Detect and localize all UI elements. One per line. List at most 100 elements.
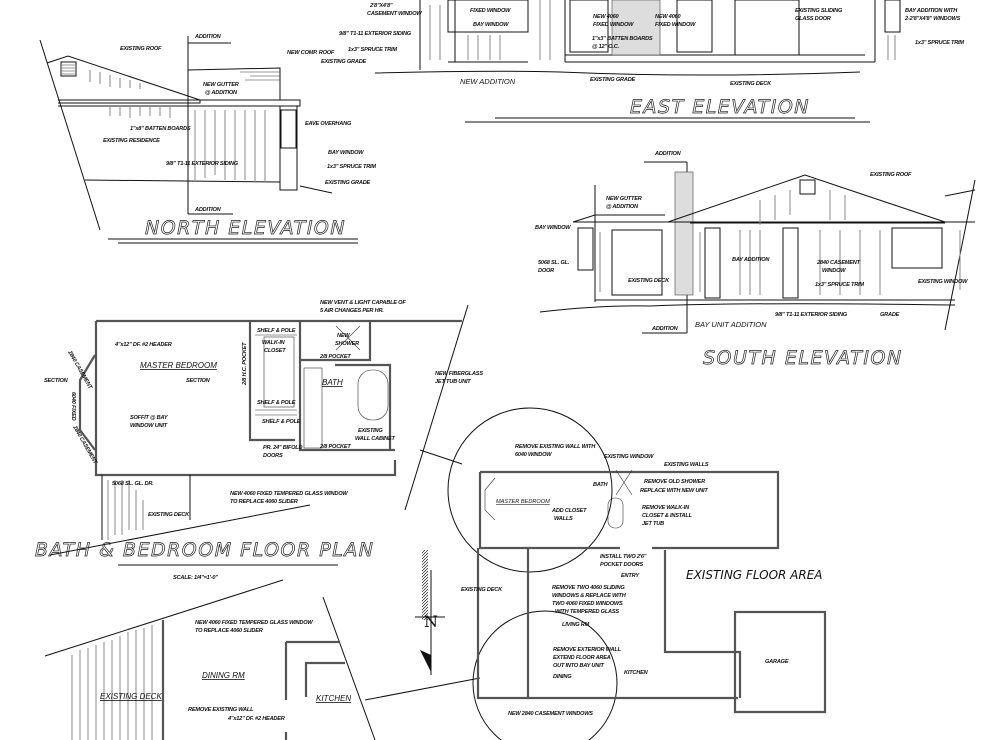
hatched-wall bbox=[422, 550, 428, 620]
label: INSTALL TWO 2'6" bbox=[600, 554, 647, 560]
label: TO REPLACE 4060 SLIDER bbox=[230, 499, 298, 505]
label: EXISTING DECK bbox=[628, 278, 670, 284]
label: EXISTING ROOF bbox=[120, 46, 162, 52]
label: POCKET DOORS bbox=[600, 562, 643, 568]
label: 1"x8" BATTEN BOARDS bbox=[130, 126, 191, 132]
room-label: GARAGE bbox=[765, 659, 789, 665]
room-label: DINING RM bbox=[202, 671, 245, 680]
label: 2/8 H.C. POCKET bbox=[242, 342, 248, 386]
label: CLOSET & INSTALL bbox=[642, 513, 693, 519]
label: ADDITION bbox=[194, 34, 222, 40]
floor-plan-title: BATH & BEDROOM FLOOR PLAN bbox=[35, 539, 375, 561]
east-elevation-title: EAST ELEVATION bbox=[630, 96, 810, 118]
room-label: BATH bbox=[322, 378, 343, 387]
label: NEW GUTTER bbox=[203, 82, 239, 88]
label: REMOVE EXTERIOR WALL bbox=[553, 647, 622, 653]
label: EXISTING DECK bbox=[730, 81, 772, 87]
north-arrow-label: N bbox=[424, 612, 438, 631]
label: EXISTING WINDOW bbox=[604, 454, 654, 460]
label: EXISTING bbox=[358, 428, 383, 434]
chimney bbox=[611, 0, 661, 56]
gable-vent-icon bbox=[60, 61, 77, 77]
label: REMOVE EXISTING WALL WITH bbox=[515, 444, 596, 450]
label: BAY ADDITION WITH bbox=[905, 8, 958, 14]
label: 2840 CASEMENT bbox=[71, 424, 98, 466]
room-label: KITCHEN bbox=[624, 670, 649, 676]
label: EXISTING GRADE bbox=[590, 77, 636, 83]
label: WINDOW bbox=[822, 268, 846, 274]
label: REMOVE TWO 4060 SLIDING bbox=[552, 585, 625, 591]
label: 4"x12" DF. #2 HEADER bbox=[114, 342, 172, 348]
label: REMOVE EXISTING WALL bbox=[188, 707, 254, 713]
label: JET TUB UNIT bbox=[435, 379, 471, 385]
room-label: KITCHEN bbox=[316, 694, 351, 703]
label: BAY WINDOW bbox=[535, 225, 571, 231]
label: TWO 4060 FIXED WINDOWS bbox=[552, 601, 623, 607]
label: REPLACE WITH NEW UNIT bbox=[640, 488, 708, 494]
label: 5 AIR CHANGES PER HR. bbox=[320, 308, 384, 314]
label: NEW VENT & LIGHT CAPABLE OF bbox=[320, 300, 406, 306]
label: @ ADDITION bbox=[606, 204, 639, 210]
label: EXISTING RESIDENCE bbox=[103, 138, 160, 144]
label: SHELF & POLE bbox=[257, 328, 296, 334]
label: 9/8" T1-11 EXTERIOR SIDING bbox=[166, 161, 239, 167]
bath-bedroom-floor-plan: MASTER BEDROOM BATH WALK-IN CLOSET NEW V… bbox=[35, 300, 484, 581]
south-elevation-title: SOUTH ELEVATION bbox=[703, 347, 903, 369]
label: 1x3" SPRUCE TRIM bbox=[815, 282, 864, 288]
room-label: ENTRY bbox=[621, 573, 640, 579]
label: EAVE OVERHANG bbox=[305, 121, 352, 127]
label: NEW ADDITION bbox=[460, 77, 516, 86]
label: CASEMENT WINDOW bbox=[367, 11, 422, 17]
label: NEW GUTTER bbox=[606, 196, 642, 202]
label: DOOR bbox=[538, 268, 554, 274]
label: NEW 4060 bbox=[655, 14, 682, 20]
existing-floor-area-label: EXISTING FLOOR AREA bbox=[686, 568, 823, 582]
label: SHELF & POLE bbox=[262, 419, 301, 425]
label: ADDITION bbox=[654, 151, 682, 157]
label: 5068 SL. GL. bbox=[538, 260, 570, 266]
label: JET TUB bbox=[642, 521, 664, 527]
label: FIXED WINDOW bbox=[593, 22, 634, 28]
label: 2'8"X4'8" bbox=[369, 3, 393, 9]
label: CLOSET bbox=[264, 348, 286, 354]
label: NEW FIBERGLASS bbox=[435, 371, 483, 377]
label: NEW 2840 CASEMENT WINDOWS bbox=[508, 711, 593, 717]
label: EXISTING WALLS bbox=[664, 462, 709, 468]
label: FIXED WINDOW bbox=[655, 22, 696, 28]
label: SHOWER bbox=[335, 341, 359, 347]
label: WALL CABINET bbox=[355, 436, 396, 442]
overall-floor-plan: MASTER BEDROOM BATH ENTRY LIVING RM DINI… bbox=[364, 407, 827, 740]
label: 1x3" SPRUCE TRIM bbox=[327, 164, 376, 170]
label: 2-2'8"X4'8" WINDOWS bbox=[904, 16, 961, 22]
label: REMOVE OLD SHOWER bbox=[644, 479, 705, 485]
label: SOFFIT @ BAY bbox=[130, 415, 169, 421]
room-label: BATH bbox=[593, 482, 608, 488]
label: BAY ADDITION bbox=[732, 257, 770, 263]
label: NEW COMP. ROOF bbox=[287, 50, 335, 56]
dining-kitchen-detail: DINING RM EXISTING DECK KITCHEN NEW 4060… bbox=[44, 579, 376, 740]
label: ADDITION bbox=[651, 326, 679, 332]
south-elevation: ADDITION ADDITION EXISTING ROOF NEW GUTT… bbox=[535, 151, 976, 369]
label: EXISTING SLIDING bbox=[795, 8, 843, 14]
label: 5068 SL. GL. DR. bbox=[112, 481, 154, 487]
label: @ 12" O.C. bbox=[592, 44, 620, 50]
label: EXISTING WINDOW bbox=[918, 279, 968, 285]
label: EXISTING GRADE bbox=[321, 59, 367, 65]
label: EXISTING DECK bbox=[148, 512, 190, 518]
label: EXISTING GRADE bbox=[325, 180, 371, 186]
label: 1"x3" BATTEN BOARDS bbox=[592, 36, 653, 42]
label: SECTION bbox=[186, 378, 211, 384]
north-elevation-title: NORTH ELEVATION bbox=[145, 217, 346, 239]
label: GLASS DOOR bbox=[795, 16, 831, 22]
north-elevation: ADDITION ADDITION EXISTING ROOF NEW COMP… bbox=[39, 34, 377, 244]
label: 2840 CASEMENT bbox=[816, 260, 861, 266]
room-label: MASTER BEDROOM bbox=[496, 499, 550, 505]
room-label: MASTER BEDROOM bbox=[140, 361, 217, 370]
label: PR. 24" BIFOLD bbox=[263, 445, 302, 451]
label: BAY UNIT ADDITION bbox=[695, 320, 767, 329]
label: EXTEND FLOOR AREA bbox=[553, 655, 611, 661]
label: WALLS bbox=[554, 516, 573, 522]
label: WINDOW UNIT bbox=[130, 423, 168, 429]
label: @ ADDITION bbox=[205, 90, 238, 96]
